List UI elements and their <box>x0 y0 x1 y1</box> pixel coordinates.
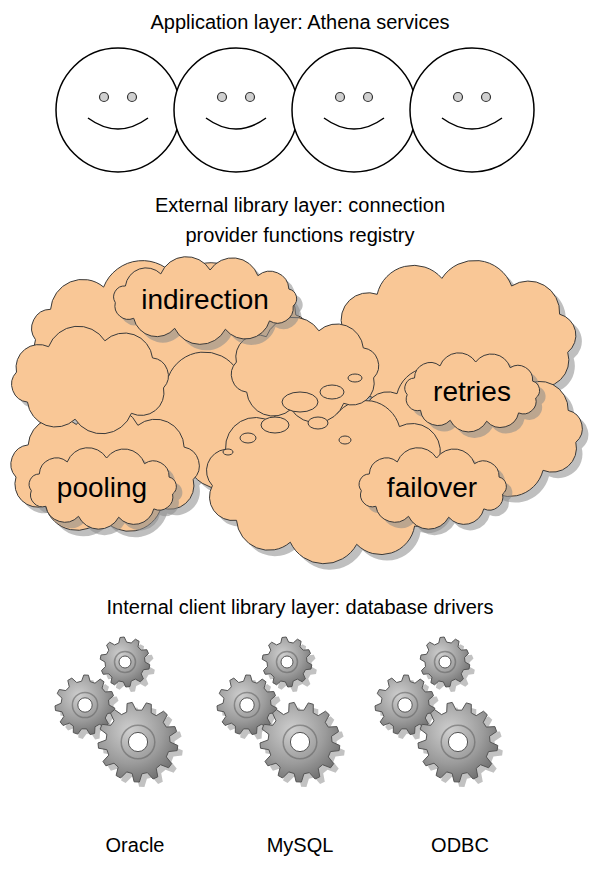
smiley-face <box>174 48 298 172</box>
smiley-faces <box>56 48 534 172</box>
cloud-node: failover <box>347 444 518 532</box>
gear-icon <box>418 702 503 787</box>
cloud-label: indirection <box>141 284 269 316</box>
gear-icon <box>100 637 155 692</box>
driver-label: ODBC <box>431 830 489 860</box>
smiley-face <box>410 48 534 172</box>
layer-heading: Internal client library layer: database … <box>107 592 494 622</box>
gear-icon <box>262 637 317 692</box>
smiley-face <box>292 48 416 172</box>
gear-icon <box>260 702 345 787</box>
cloud-label: pooling <box>57 472 147 504</box>
layer-heading: Application layer: Athena services <box>150 7 449 37</box>
smiley-face <box>56 48 180 172</box>
driver-label: MySQL <box>267 830 334 860</box>
cloud-node: pooling <box>17 444 188 532</box>
gear-icon <box>420 637 475 692</box>
gear-clusters <box>55 637 503 787</box>
driver-label: Oracle <box>106 830 165 860</box>
cloud-node: retries <box>393 348 551 436</box>
cloud-label: failover <box>387 472 477 504</box>
gear-icon <box>98 702 183 787</box>
cloud-node: indirection <box>101 256 309 344</box>
cloud-label: retries <box>433 376 511 408</box>
cloud-cluster <box>11 260 588 569</box>
layer-heading: External library layer: connection provi… <box>90 190 510 250</box>
